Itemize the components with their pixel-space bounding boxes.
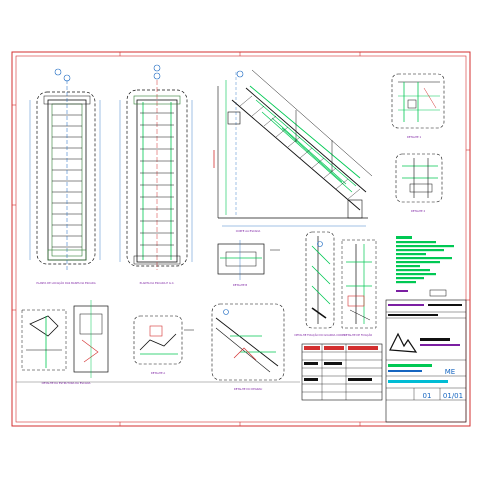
border-ticks xyxy=(12,52,470,426)
detail-1-view xyxy=(391,73,445,129)
title-detail-a: DETALHE A xyxy=(151,371,166,375)
sheet-total: 01/01 xyxy=(443,392,463,400)
notes-block xyxy=(396,236,454,297)
title-detail-step: DETALHE DO DEGRAU xyxy=(234,387,263,391)
title-detail-b: DETALHE B xyxy=(233,283,248,287)
title-detail-1: DETALHE 1 xyxy=(407,135,422,139)
title-detail-guard: DETALHE FIXAÇÃO DO GUARDA CORPO xyxy=(295,332,346,337)
detail-step-view xyxy=(211,303,285,381)
detail-rail-view xyxy=(341,239,377,329)
detail-base-view xyxy=(21,300,109,378)
revision-table xyxy=(301,343,383,401)
company-logo-icon xyxy=(389,332,418,353)
sheet-number: 01 xyxy=(423,392,432,400)
title-detail-base: DETALHE DA ESTRUTURA DA ESCADA xyxy=(42,381,91,385)
detail-b-view xyxy=(217,240,280,280)
detail-2-view xyxy=(395,153,443,203)
title-plan-upper: PLANTA DA ESCADA E G.C. xyxy=(140,281,175,285)
title-plan-lower: PLANTA DE LOCAÇÃO DAS BASES DA ESCADA xyxy=(36,280,95,285)
title-detail-2: DETALHE 2 xyxy=(411,209,426,213)
section-view xyxy=(213,69,373,227)
title-section: CORTE AA ESCADA xyxy=(236,229,261,233)
detail-a-view xyxy=(133,315,194,365)
rev-label: ME xyxy=(445,368,455,376)
title-block xyxy=(385,299,467,423)
sheet-outer-border xyxy=(11,51,471,427)
detail-guard-view xyxy=(305,231,335,329)
title-detail-rail: DETALHE DE FIXAÇÃO xyxy=(344,332,372,337)
sheet-inner-border xyxy=(15,55,467,423)
plan-lower-view xyxy=(29,68,101,270)
plan-upper-view xyxy=(119,64,193,270)
